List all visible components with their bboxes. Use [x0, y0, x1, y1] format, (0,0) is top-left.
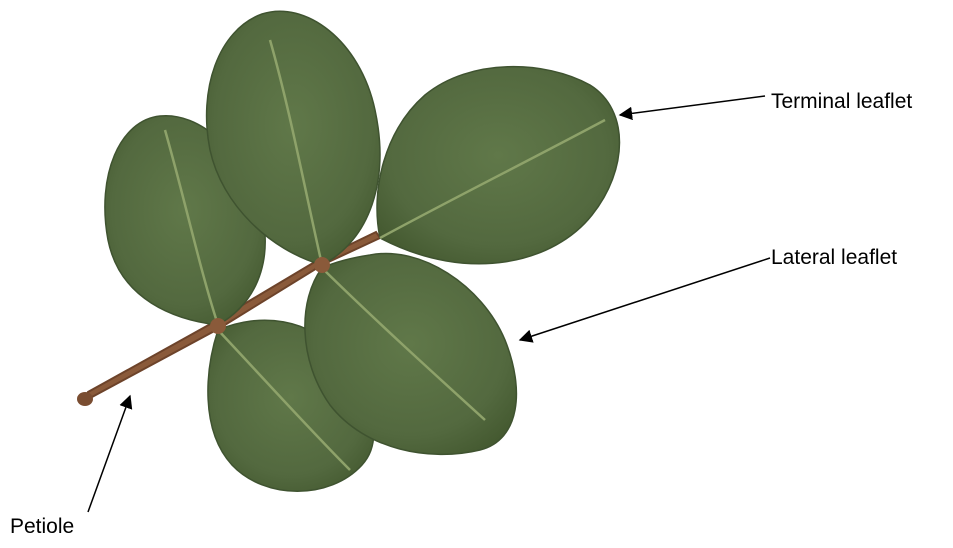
- lower-node: [210, 318, 226, 334]
- lateral-leaflet-arrow: [520, 258, 770, 340]
- petiole-arrow: [88, 396, 130, 512]
- upper-node: [314, 257, 330, 273]
- terminal-leaflet-arrow: [620, 96, 765, 115]
- lateral-leaflet-label: Lateral leaflet: [771, 247, 897, 268]
- petiole-base: [77, 392, 93, 406]
- terminal-leaflet-label: Terminal leaflet: [771, 91, 912, 112]
- petiole-label: Petiole: [10, 516, 74, 537]
- terminal-leaflet: [377, 67, 620, 264]
